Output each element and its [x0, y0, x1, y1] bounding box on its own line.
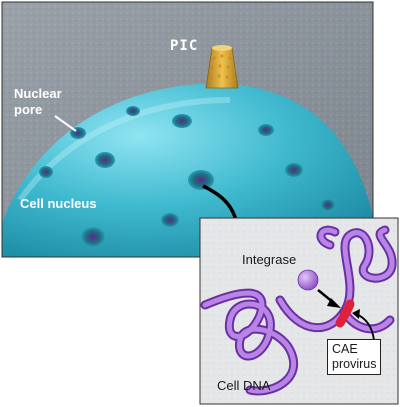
integrase-label: Integrase: [242, 252, 297, 267]
pic-label: PIC: [170, 38, 199, 54]
cae-provirus-label-line1: CAE: [332, 342, 358, 356]
nuclear-pores: [39, 106, 335, 247]
nuclear-pore-label-line2: pore: [14, 102, 43, 117]
cae-provirus-label-line2: provirus: [332, 357, 377, 371]
nuclear-pore-pointer: [54, 115, 77, 132]
integrase-molecule: [297, 269, 319, 291]
provirus-segment: [335, 299, 355, 328]
cell-dna-label: Cell DNA: [217, 378, 271, 393]
pic-complex: [205, 45, 239, 89]
nuclear-pore-label-line1: Nuclear: [14, 86, 62, 101]
cell-nucleus-dome: [2, 83, 373, 257]
cell-nucleus-label: Cell nucleus: [20, 196, 97, 211]
cae-provirus-label-box: CAE provirus: [327, 339, 381, 375]
nuclear-pore-label: Nuclear pore: [14, 86, 74, 118]
main-panel: [2, 2, 373, 257]
inset-panel: [199, 217, 399, 405]
